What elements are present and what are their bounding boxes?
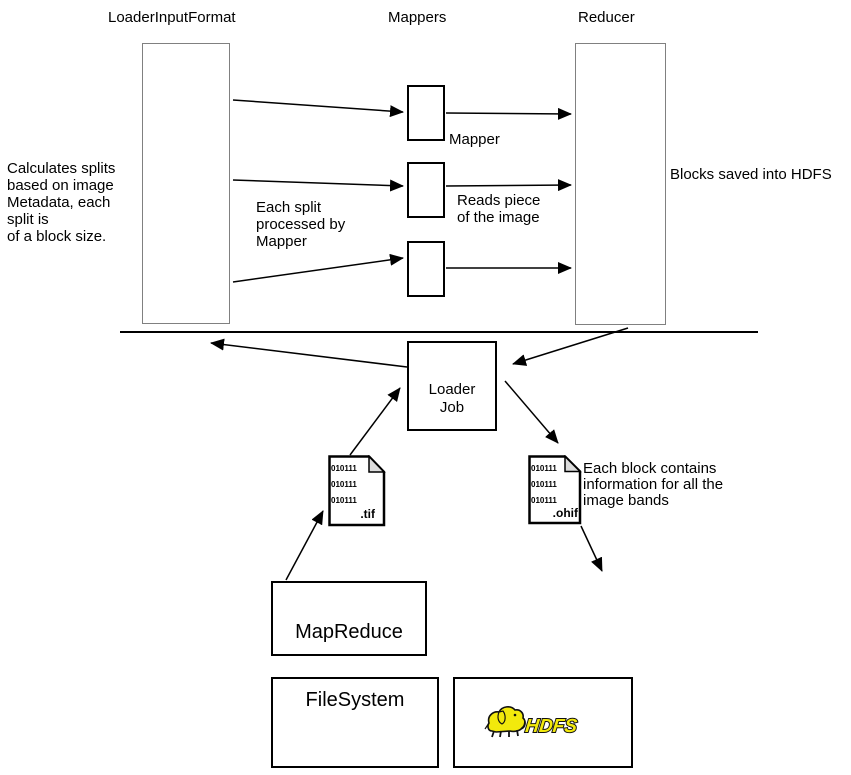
note-each-split: Each split processed by Mapper <box>256 199 346 250</box>
note-reads-piece: Reads piece of the image <box>457 192 541 226</box>
arrow-split-3 <box>232 253 404 283</box>
tif-file-icon: 010111 010111 010111 .tif <box>328 455 386 527</box>
reducer-box <box>575 43 666 325</box>
loader-input-format-box <box>142 43 230 324</box>
filesystem-box: FileSystem <box>271 677 439 768</box>
title-loader-input-format: LoaderInputFormat <box>108 9 236 26</box>
arrow-loaderjob-to-ohif <box>504 380 559 444</box>
note-each-block: Each block contains information for all … <box>583 460 724 509</box>
arrow-split-2 <box>232 179 404 192</box>
loader-job-box: Loader Job <box>407 341 497 431</box>
filesystem-label: FileSystem <box>305 689 405 711</box>
note-blocks-saved: Blocks saved into HDFS <box>670 166 832 183</box>
title-mappers: Mappers <box>388 9 447 26</box>
tif-extension-label: .tif <box>360 507 375 521</box>
arrow-mapper-2-reducer <box>445 179 572 192</box>
hadoop-elephant-icon <box>484 705 526 737</box>
ohif-extension-label: .ohif <box>552 506 578 520</box>
document-icon <box>528 455 582 525</box>
note-calculates-splits: Calculates splits based on image Metadat… <box>7 160 116 245</box>
arrow-ohif-down <box>580 525 603 572</box>
title-reducer: Reducer <box>578 9 635 26</box>
mapreduce-label: MapReduce <box>295 621 403 643</box>
ohif-file-icon: 010111 010111 010111 .ohif <box>528 455 582 525</box>
arrow-tif-to-loaderjob <box>349 387 401 456</box>
hdfs-logo-text: HDFS <box>524 716 578 737</box>
arrow-mapper-1-reducer <box>445 107 572 120</box>
arrow-mapreduce-to-tif <box>285 510 324 581</box>
mapreduce-box: MapReduce <box>271 581 427 656</box>
arrow-split-1 <box>232 99 404 118</box>
mapper-box-3 <box>407 241 445 297</box>
hdfs-logo: HDFS <box>484 705 579 737</box>
label-mapper: Mapper <box>449 131 500 148</box>
hdfs-box: HDFS <box>453 677 633 768</box>
document-icon <box>328 455 386 527</box>
ohif-binary-text: 010111 010111 010111 <box>531 464 557 505</box>
loader-job-label: Loader Job <box>428 381 476 416</box>
arrow-reducer-to-loaderjob <box>512 327 629 366</box>
mapper-box-2 <box>407 162 445 218</box>
mapper-box-1 <box>407 85 445 141</box>
arrow-loaderjob-to-inputformat <box>210 338 408 368</box>
tif-binary-text: 010111 010111 010111 <box>331 464 357 505</box>
